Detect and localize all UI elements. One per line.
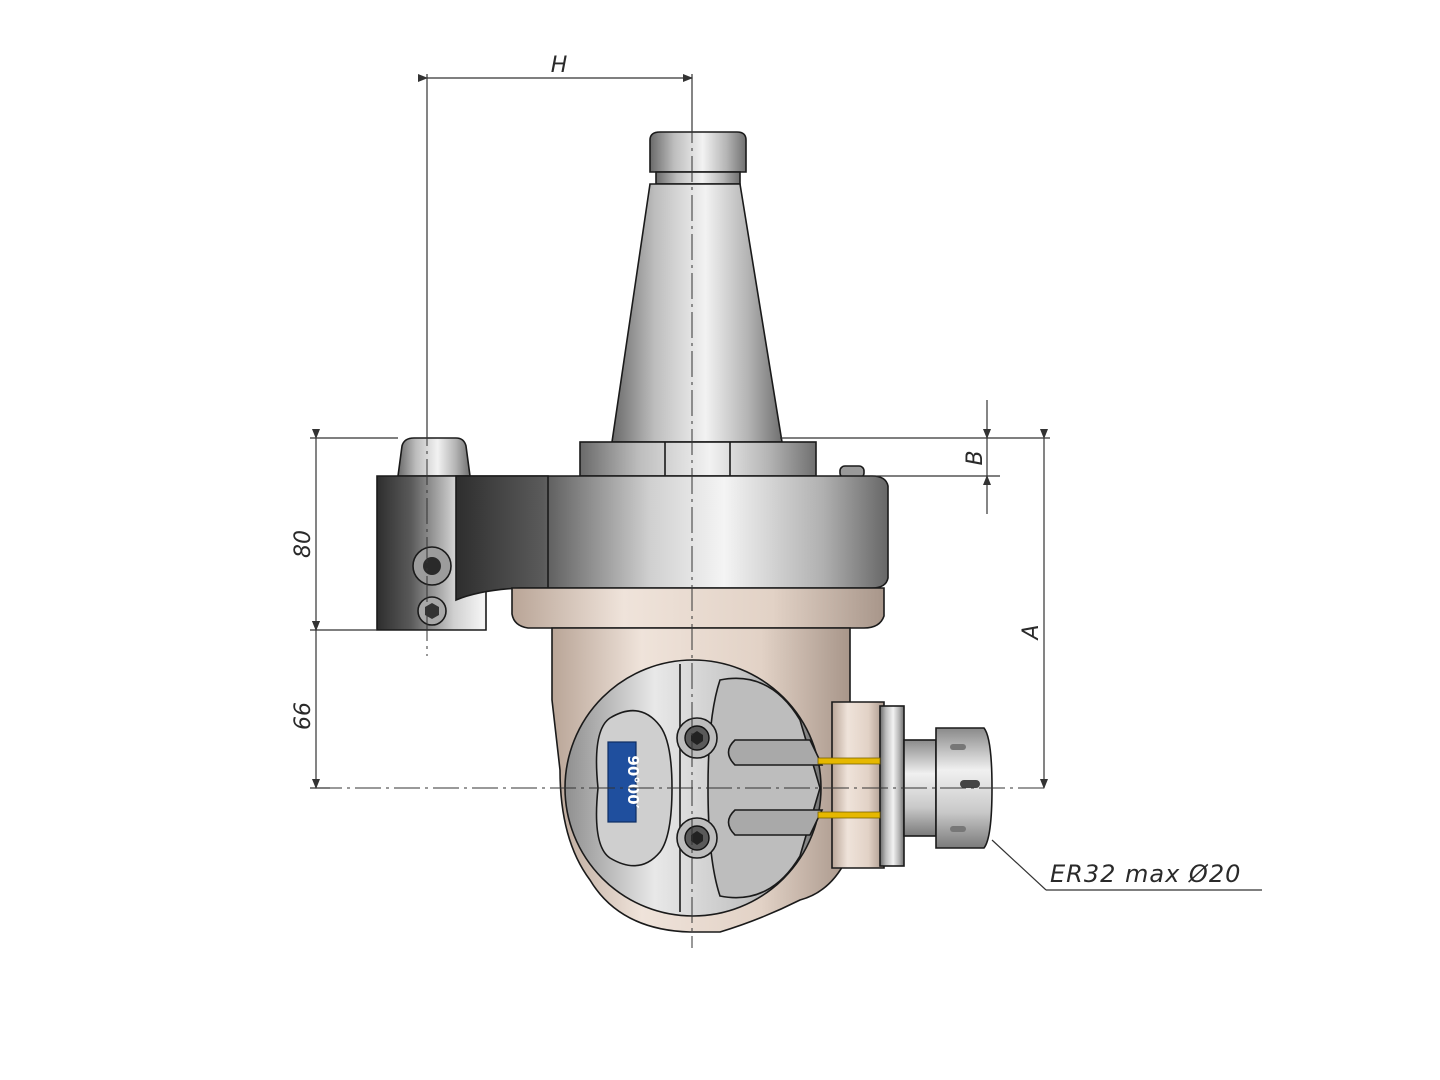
screw-top [676,717,718,759]
dim-66-label: 66 [291,702,316,730]
side-boss [831,701,885,869]
flange-disc [455,475,889,602]
dim-B: B [780,400,1000,514]
pull-stud [649,131,747,173]
dim-left: 80 66 [291,429,398,789]
side-ring [879,705,905,867]
collet-callout-label: ER32 max Ø20 [1050,860,1241,888]
dim-A: A [1000,429,1050,789]
shank-neck [655,171,741,185]
taper-shank [611,131,783,443]
angle-label: 90°00′ [607,741,642,823]
dim-H: H [418,53,693,438]
slot-bottom [727,809,824,836]
dim-A-label: A [1019,624,1044,641]
stop-stud [397,437,471,477]
slot-top [727,739,824,766]
dim-B-label: B [963,450,988,465]
dim-80-label: 80 [291,530,316,558]
dim-H-label: H [551,53,568,78]
collar [579,441,865,479]
housing-collar [511,587,885,629]
screw-bottom [676,817,718,859]
collar-ring [579,441,817,477]
taper-cone [611,183,783,443]
block-screw-upper [412,546,452,586]
coolant-pins [817,757,881,819]
collet-callout: ER32 max Ø20 [991,839,1262,891]
block-screw-lower [417,596,447,626]
angle-label-text: 90°00′ [624,755,642,808]
